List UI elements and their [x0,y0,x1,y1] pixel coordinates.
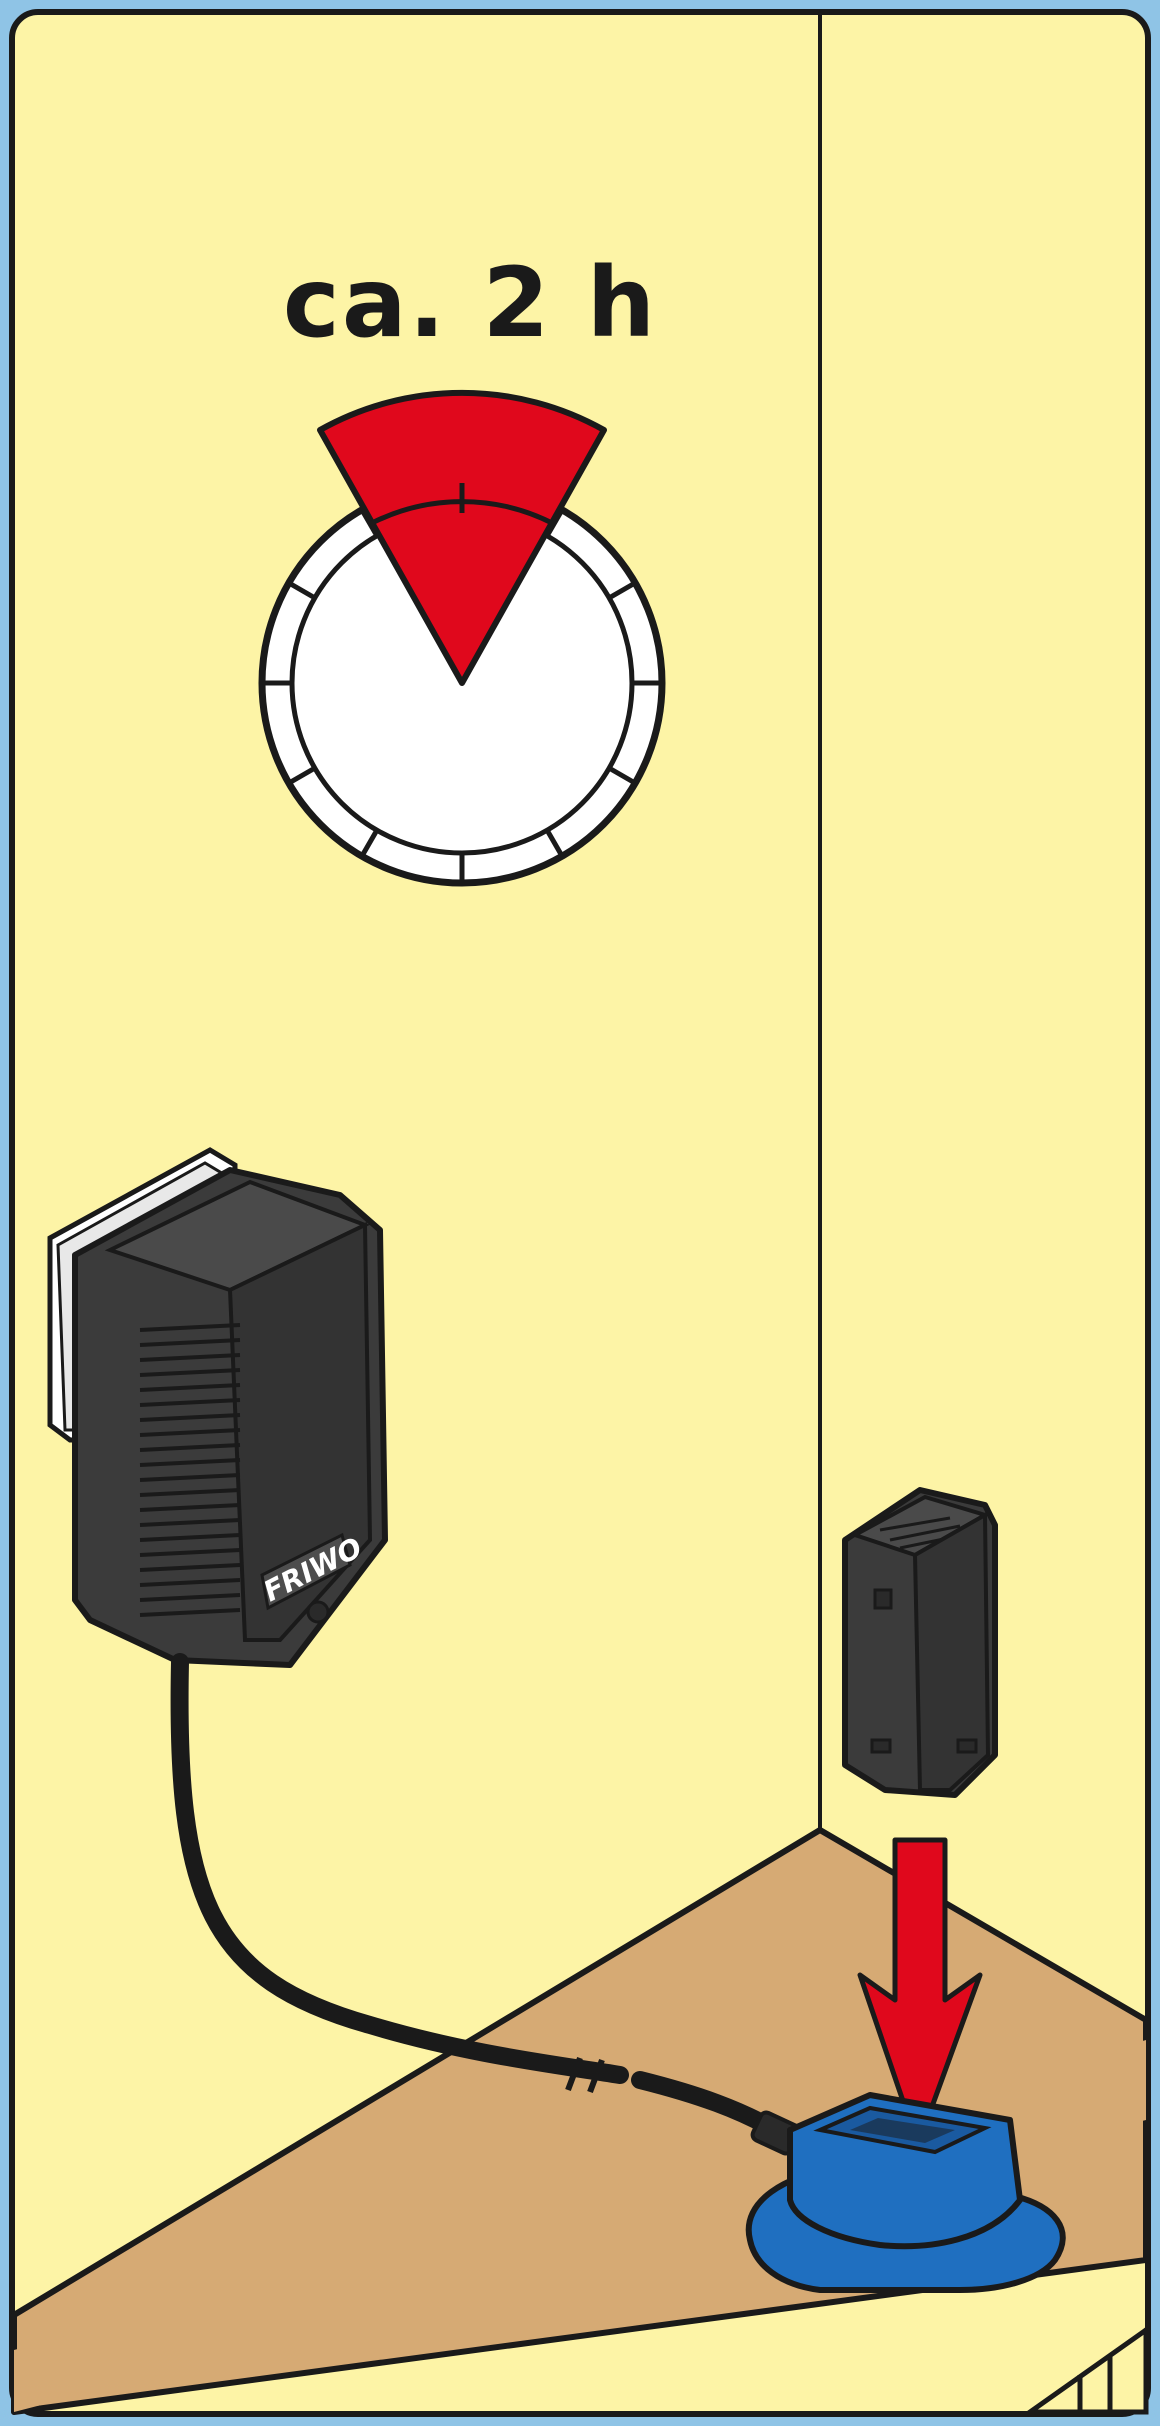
duration-label: ca. 2 h [260,255,680,351]
led-indicator [308,1602,328,1622]
power-adapter: FRIWO [50,1150,385,1665]
device-battery [845,1490,995,1795]
